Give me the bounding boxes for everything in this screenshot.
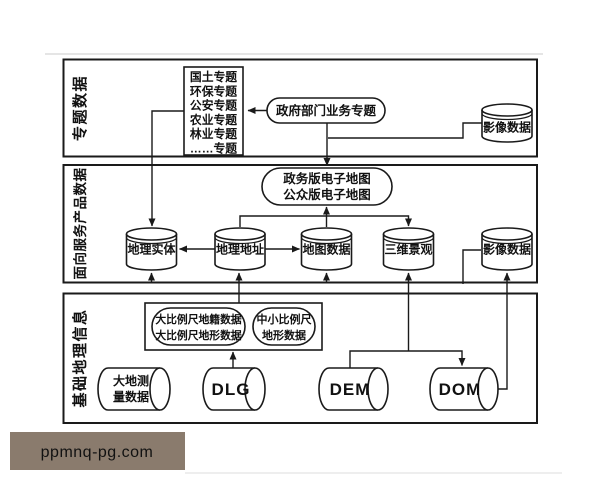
connector-border-to-image2	[462, 249, 481, 284]
band-service-products-box	[62, 164, 538, 284]
map-data-label: 地图数据	[302, 242, 350, 257]
band1-label: 专题数据	[71, 75, 89, 141]
connector-dom-to-image2	[498, 272, 511, 390]
dlg-cylinder: DLG	[202, 367, 266, 411]
connector-topics-to-geo-entity	[148, 110, 184, 227]
emap-line1: 政务版电子地图	[283, 171, 371, 186]
mid-scale-line1: 中小比例尺	[257, 312, 312, 326]
emap-node	[261, 167, 393, 206]
mid-scale-node	[252, 307, 316, 346]
band3-label: 基础地理信息	[71, 308, 89, 408]
geo-entity-cylinder: 地理实体	[125, 227, 178, 271]
geodesy-line1: 大地测	[113, 373, 149, 388]
threed-scene-cylinder: 三维景观	[382, 227, 435, 271]
geo-address-label: 地理地址	[216, 242, 264, 257]
gov-business-topic-label: 政府部门业务专题	[276, 103, 377, 118]
band-basic-geoinfo-box	[62, 292, 538, 424]
image-data-cylinder-band1-label: 影像数据	[483, 120, 531, 135]
dom-cylinder: DOM	[429, 367, 499, 411]
topic-item: 国土专题	[190, 70, 237, 84]
geodesy-data-cylinder: 大地测 量数据	[97, 367, 171, 411]
watermark-text: ppmnq-pg.com	[41, 444, 154, 461]
topic-list-box	[183, 66, 244, 156]
topic-item: 公安专题	[190, 99, 237, 113]
watermark-bar: ppmnq-pg.com	[10, 432, 185, 470]
dem-cylinder: DEM	[318, 367, 389, 411]
topic-item: 农业专题	[189, 113, 237, 127]
connector-image1-join	[328, 122, 482, 139]
topic-item: 林业专题	[190, 127, 237, 141]
dem-label: DEM	[330, 380, 371, 399]
geo-address-cylinder: 地理地址	[214, 227, 266, 271]
geo-entity-label: 地理实体	[127, 242, 176, 257]
band2-label: 面向服务产品数据	[72, 168, 88, 280]
large-scale-line2: 大比例尺地形数据	[155, 328, 242, 342]
large-scale-node	[151, 307, 246, 346]
geodesy-line2: 量数据	[113, 389, 149, 404]
image-data-cylinder-band1: 影像数据	[481, 103, 533, 143]
connector-dem-to-dom	[349, 350, 466, 368]
threed-scene-label: 三维景观	[384, 242, 432, 257]
image-data-cylinder-band2: 影像数据	[481, 227, 533, 271]
dom-label: DOM	[439, 380, 482, 399]
gov-business-topic-node	[266, 97, 386, 124]
mid-scale-line2: 地形数据	[262, 328, 306, 342]
large-scale-line1: 大比例尺地籍数据	[155, 312, 242, 326]
map-data-cylinder: 地图数据	[300, 227, 353, 271]
topic-item: ……专题	[190, 142, 237, 156]
emap-line2: 公众版电子地图	[283, 187, 371, 202]
topic-item: 环保专题	[190, 84, 237, 98]
image-data-cylinder-band2-label: 影像数据	[483, 242, 531, 257]
watermark-background	[10, 432, 185, 470]
connector-address-to-3dview	[239, 215, 412, 227]
band-thematic-data-box	[62, 58, 538, 158]
dlg-label: DLG	[212, 380, 251, 399]
